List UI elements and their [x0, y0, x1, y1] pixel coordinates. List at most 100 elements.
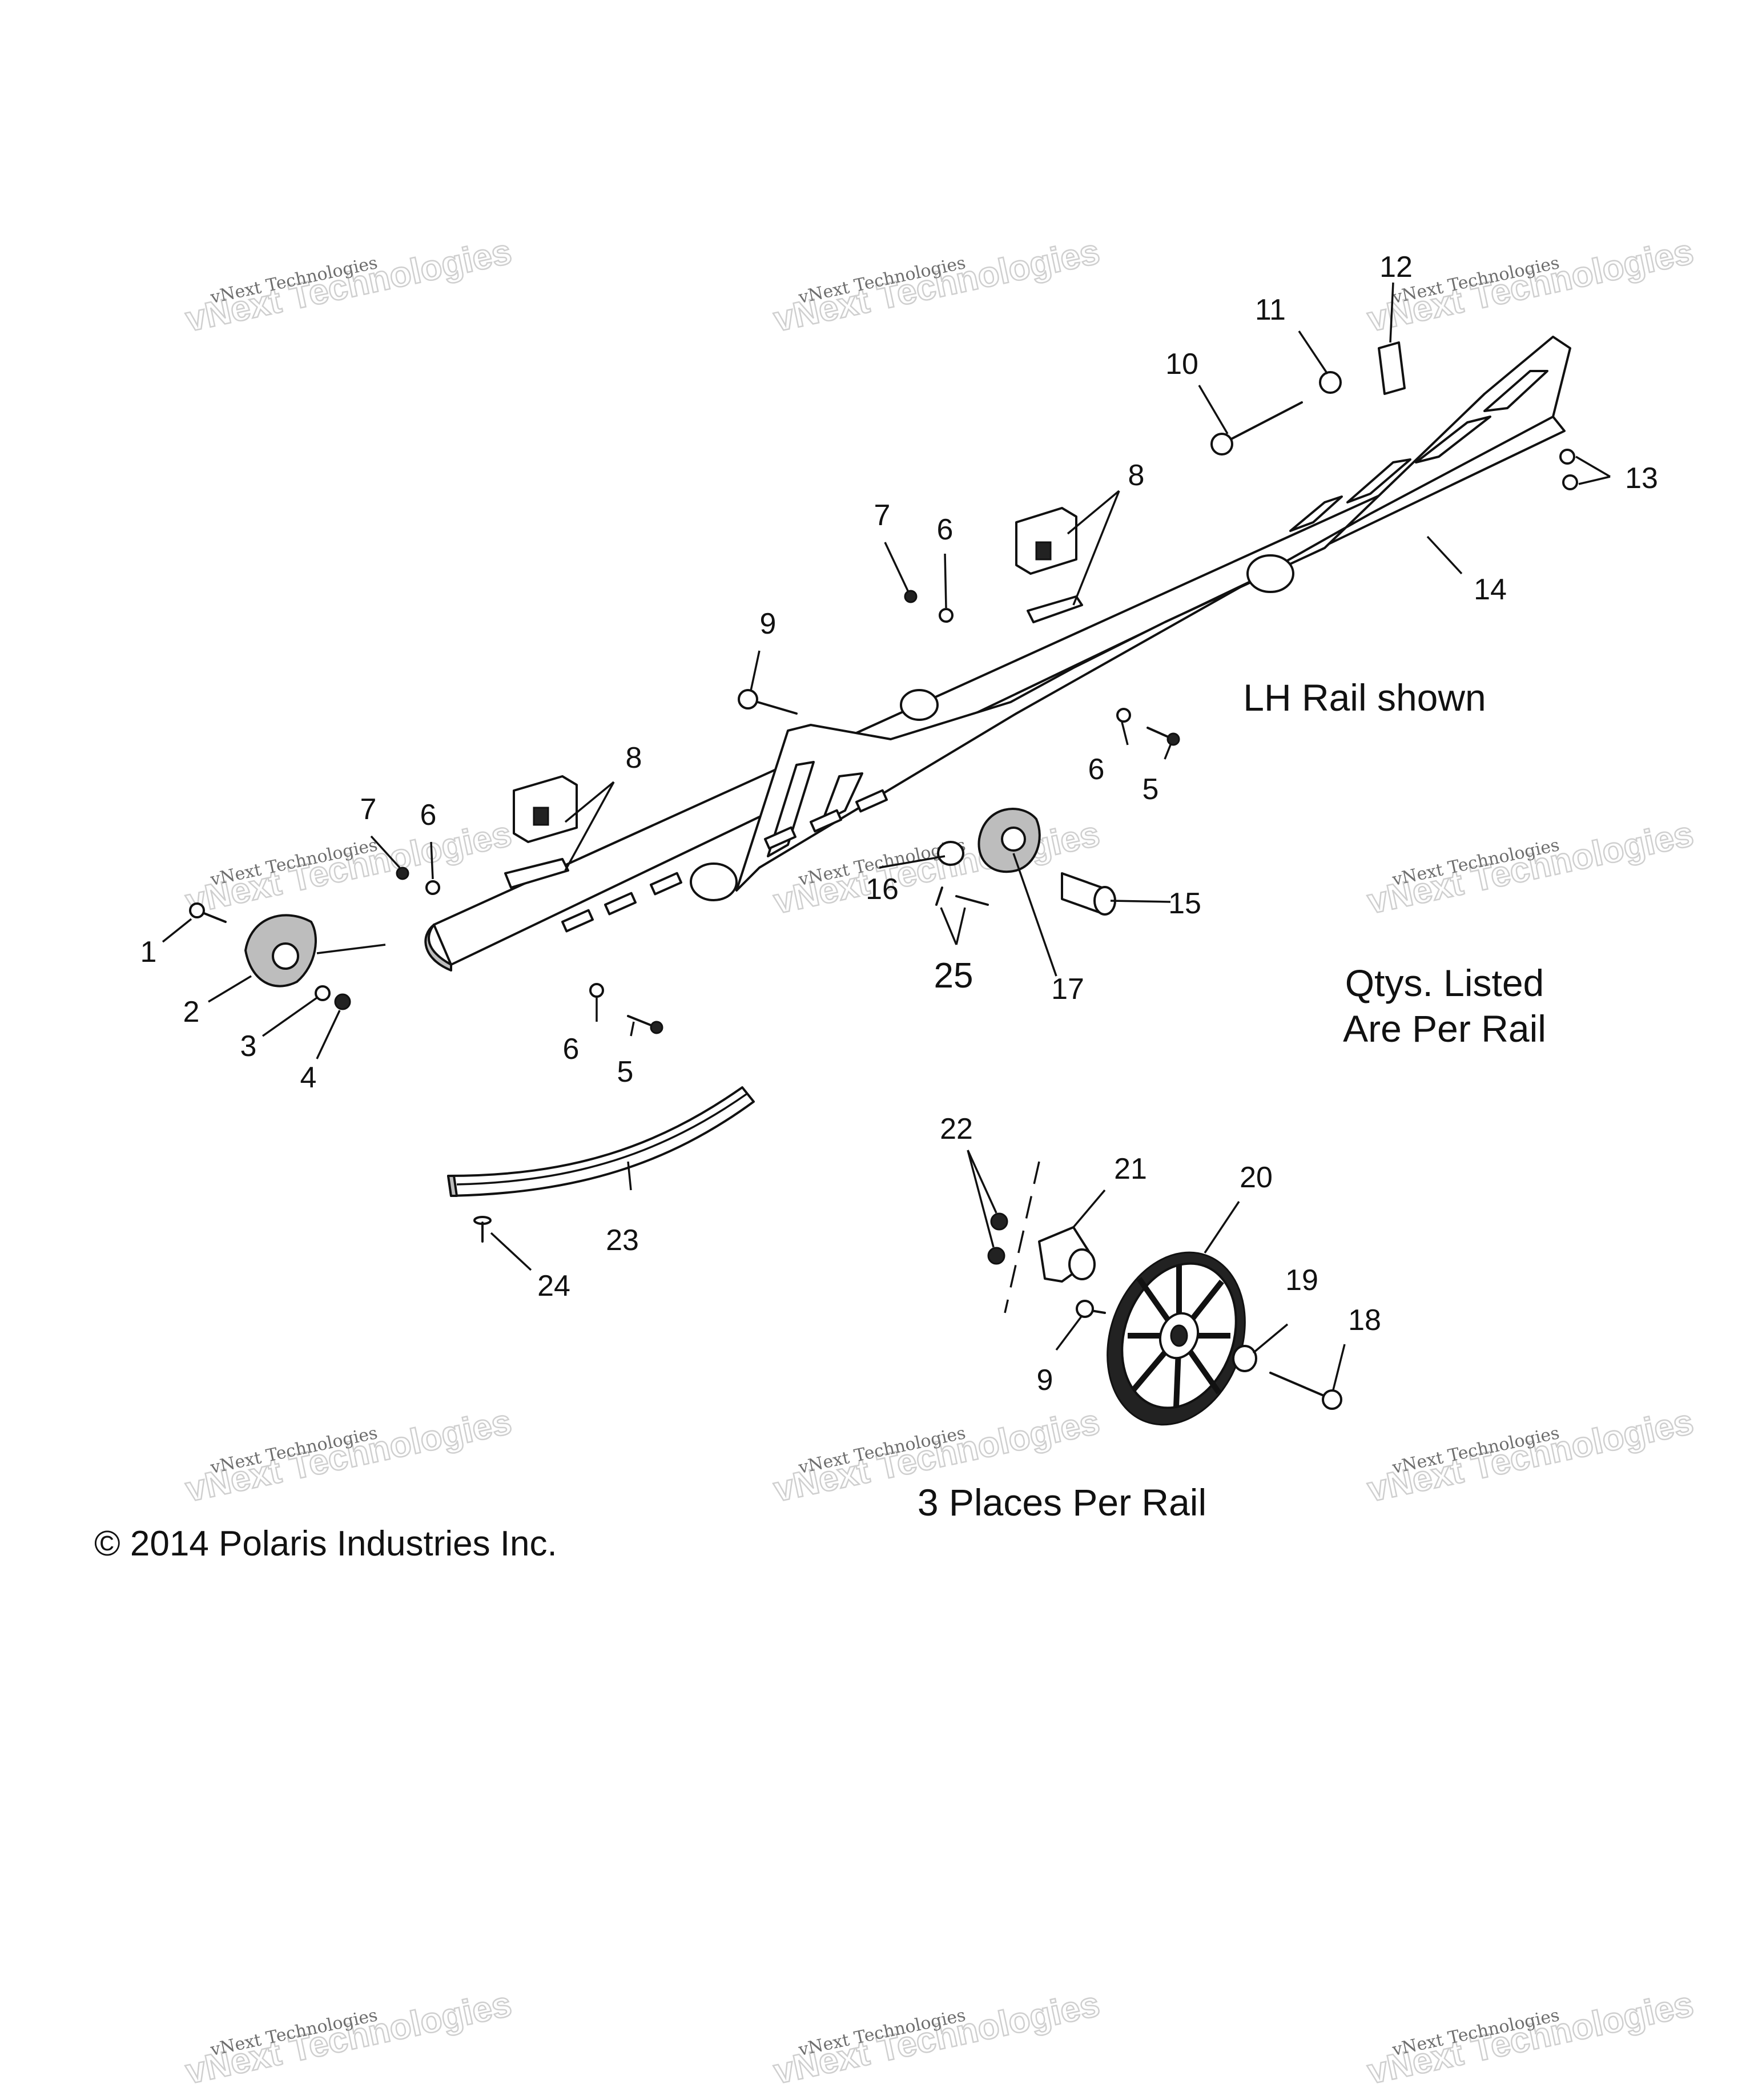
callout-19: 19: [1285, 1264, 1318, 1297]
rail-slot: [810, 809, 842, 833]
part-21-axle-bracket: [1038, 1226, 1096, 1283]
callout-20: 20: [1240, 1161, 1273, 1194]
wear-strip-edge: [456, 1092, 749, 1186]
rail-window: [1346, 458, 1411, 503]
callout-6: 6: [937, 513, 954, 546]
rail-slot: [650, 872, 682, 896]
part-5-screw-head: [1166, 732, 1180, 746]
wear-block-slot: [533, 807, 549, 826]
part-4-nut: [334, 993, 351, 1010]
part-22-nut: [987, 1247, 1005, 1265]
rail-slot: [561, 909, 594, 933]
wear-block-slot: [1035, 541, 1052, 561]
callout-7: 7: [360, 793, 377, 826]
bolt-head: [1210, 433, 1233, 456]
callout-8-upper: 8: [1128, 459, 1145, 492]
copyright: © 2014 Polaris Industries Inc.: [94, 1524, 557, 1563]
idler-hub: [1001, 827, 1026, 852]
callout-9-upper: 9: [760, 607, 777, 640]
part-9-bolt: [738, 689, 798, 715]
callout-13: 13: [1625, 462, 1658, 495]
wear-strip-end: [447, 1175, 458, 1197]
part-25-pin: [955, 895, 989, 906]
bolt-head: [1322, 1389, 1342, 1410]
callout-17: 17: [1051, 973, 1084, 1006]
rail-window: [1415, 416, 1491, 463]
part-6-washer: [425, 880, 440, 895]
wheel-bore: [1170, 1324, 1188, 1347]
wear-block-base: [1027, 595, 1083, 623]
part-11-nut: [1319, 371, 1342, 394]
wear-strip-body: [447, 1086, 755, 1197]
note-places: 3 Places Per Rail: [918, 1481, 1206, 1523]
part-12-bracket: [1378, 341, 1406, 395]
callout-8-lower: 8: [626, 741, 642, 775]
rail-nose: [424, 924, 452, 972]
part-10-long-bolt: [1210, 401, 1303, 456]
part-13-rivet: [1562, 474, 1578, 490]
rail-slot: [764, 826, 796, 850]
callout-5-lower: 5: [617, 1055, 634, 1089]
callout-6: 6: [420, 799, 437, 832]
part-9-bolt-lower: [1076, 1300, 1106, 1318]
part-16-washer: [937, 841, 964, 866]
slide-rail: [424, 336, 1571, 972]
wear-block: [1015, 507, 1077, 575]
part-8-wear-block-lower: [504, 775, 578, 889]
rail-slot: [855, 789, 888, 813]
bracket-bore: [1068, 1248, 1096, 1280]
part-23-wear-strip: [447, 1086, 755, 1197]
part-24-screw: [473, 1216, 492, 1243]
callout-14: 14: [1474, 573, 1507, 606]
part-6-washer: [589, 983, 604, 998]
rail-window: [1289, 495, 1343, 532]
callout-18: 18: [1348, 1304, 1381, 1337]
part-15-spacer: [1061, 872, 1116, 916]
rail-upper-profile: [735, 336, 1571, 892]
rail-boss: [900, 689, 939, 721]
part-5-screw-head: [650, 1021, 663, 1034]
bolt-head: [189, 902, 205, 918]
part-3-washer: [315, 985, 331, 1001]
callout-24: 24: [537, 1269, 570, 1303]
callout-6: 6: [1088, 753, 1105, 786]
callout-6: 6: [563, 1033, 580, 1066]
part-7-nut: [904, 590, 918, 603]
callout-22: 22: [940, 1113, 973, 1146]
part-8-wear-block-upper: [1015, 507, 1083, 623]
rail-window: [1483, 370, 1548, 412]
part-7-nut: [396, 866, 409, 880]
part-19-washer: [1232, 1345, 1257, 1372]
leader-lines: [162, 282, 1611, 1390]
callout-16: 16: [866, 873, 899, 906]
callout-1: 1: [140, 936, 157, 969]
part-25-pin: [935, 886, 943, 906]
callout-21: 21: [1114, 1152, 1147, 1186]
callout-9-lower: 9: [1037, 1364, 1053, 1397]
callout-7: 7: [874, 499, 891, 532]
rail-boss: [1246, 554, 1294, 593]
bumper-hole: [272, 942, 299, 970]
note-qty-line2: Are Per Rail: [1343, 1007, 1546, 1050]
rail-slot: [604, 892, 637, 916]
part-18-bolt: [1269, 1372, 1342, 1410]
part-22-nut: [990, 1212, 1008, 1231]
part-2-bumper: [244, 914, 317, 987]
rail-lower-body: [433, 416, 1566, 966]
part-13-rivet: [1559, 449, 1575, 465]
note-rail-shown: LH Rail shown: [1243, 676, 1486, 719]
callout-12: 12: [1379, 251, 1413, 284]
callout-10: 10: [1165, 348, 1198, 381]
callout-15: 15: [1168, 887, 1201, 920]
callout-2: 2: [183, 995, 200, 1029]
wear-block-base: [504, 858, 569, 889]
bolt-shank: [1269, 1372, 1331, 1400]
part-20-wheel: [1107, 1251, 1246, 1426]
part-17-idler: [977, 808, 1041, 873]
callout-3: 3: [240, 1030, 257, 1063]
bolt-head: [1076, 1300, 1094, 1318]
part-6-washer: [939, 608, 954, 623]
notes: LH Rail shown Qtys. Listed Are Per Rail …: [94, 676, 1546, 1563]
